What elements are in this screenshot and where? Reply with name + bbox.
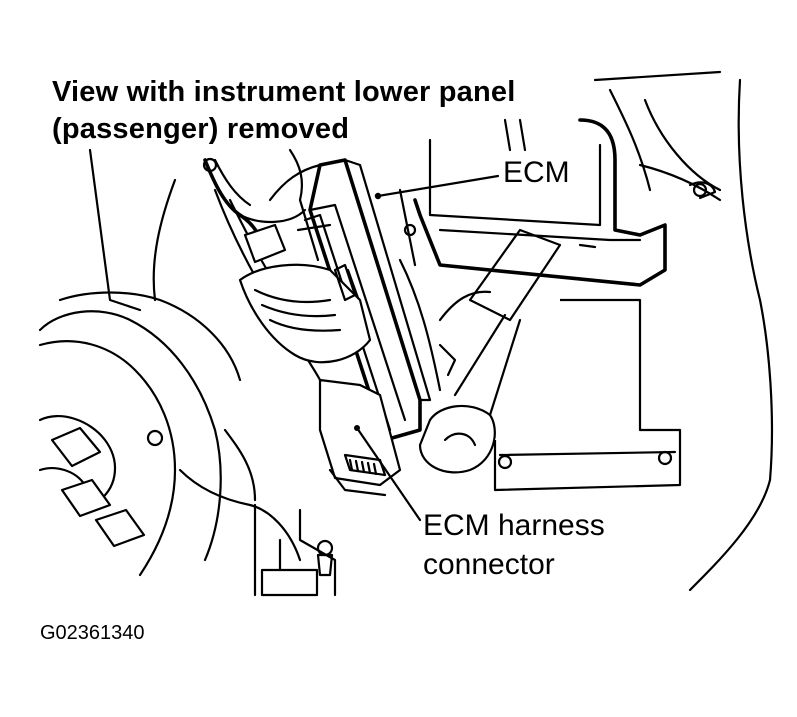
- harness-connector-label-line2: connector: [423, 548, 555, 581]
- view-caption-line1: View with instrument lower panel: [52, 76, 516, 108]
- harness-connector: [238, 263, 402, 497]
- upper-right-bracket: [398, 70, 722, 287]
- wire-harness-upper: [202, 148, 322, 264]
- harness-leader-line: [355, 426, 422, 522]
- ecm-label: ECM: [503, 156, 570, 189]
- view-caption-line2: (passenger) removed: [52, 113, 350, 145]
- center-ducts: [398, 228, 562, 474]
- right-body-curve: [638, 78, 774, 592]
- leader-lines: [355, 174, 500, 522]
- figure-code: G02361340: [40, 622, 145, 644]
- ecm-leader-line: [376, 174, 500, 198]
- ecm-leader-dot: [374, 192, 382, 200]
- harness-connector-label-line1: ECM harness: [423, 509, 605, 542]
- left-panel-outline: [38, 148, 242, 577]
- ecm-unit: [296, 158, 432, 442]
- lower-right-module: [493, 298, 682, 492]
